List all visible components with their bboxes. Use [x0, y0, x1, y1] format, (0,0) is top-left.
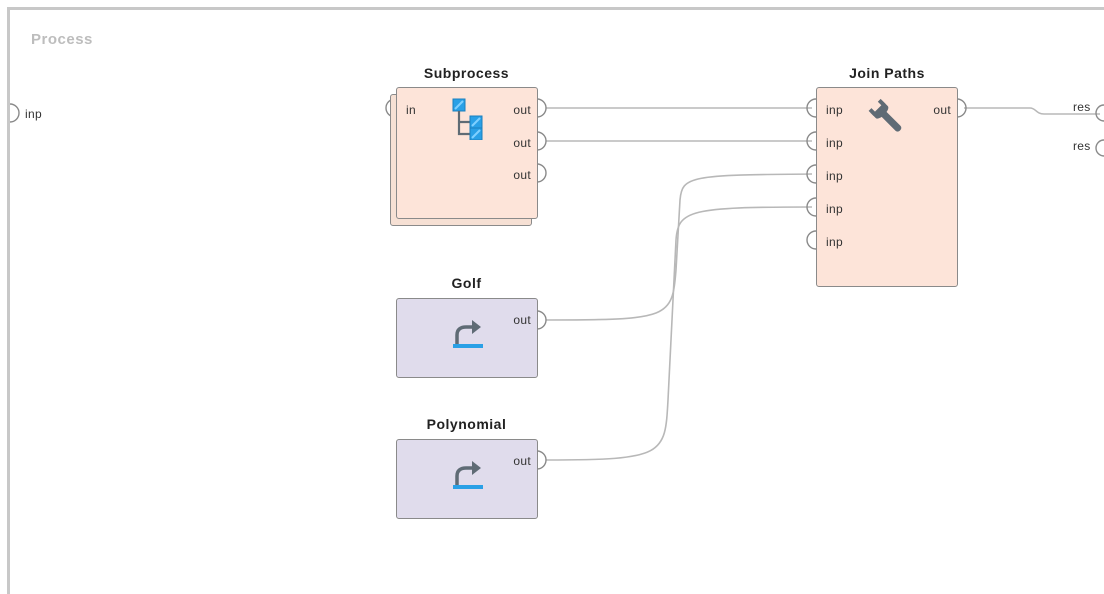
join-paths-operator[interactable]: inp inp inp inp inp out	[816, 87, 958, 287]
polynomial-operator[interactable]: out	[396, 439, 538, 519]
wire-golf-out-join-inp3	[545, 173, 813, 321]
subprocess-out-label-2: out	[513, 136, 531, 150]
subprocess-out-label-3: out	[513, 168, 531, 182]
subprocess-in-label: in	[406, 103, 416, 117]
retrieve-arrow-icon	[452, 317, 484, 354]
golf-title: Golf	[451, 275, 482, 291]
join-out-port	[956, 98, 967, 118]
subprocess-title: Subprocess	[423, 65, 510, 81]
join-inp-port-5	[806, 230, 817, 250]
wire-polynomial-out-join-inp4	[545, 206, 813, 461]
subprocess-out-port-1	[536, 98, 547, 118]
join-inp-label-4: inp	[826, 202, 843, 216]
join-inp-label-2: inp	[826, 136, 843, 150]
subprocess-out-port-2	[536, 131, 547, 151]
subprocess-out-port-3	[536, 163, 547, 183]
process-input-port	[9, 103, 20, 123]
canvas-frame-left	[7, 7, 10, 594]
process-input-label: inp	[25, 107, 42, 121]
join-inp-label-5: inp	[826, 235, 843, 249]
result-label-2: res	[1073, 139, 1091, 153]
result-label-1: res	[1073, 100, 1091, 114]
join-inp-port-2	[806, 131, 817, 151]
subprocess-out-label-1: out	[513, 103, 531, 117]
process-title: Process	[31, 31, 93, 48]
join-out-label: out	[933, 103, 951, 117]
canvas-frame-top	[7, 7, 1104, 10]
retrieve-arrow-icon	[452, 458, 484, 495]
subprocess-tree-icon	[452, 98, 488, 145]
result-port-1	[1095, 104, 1104, 122]
join-inp-port-1	[806, 98, 817, 118]
golf-out-port	[536, 310, 547, 330]
wire-join-out-res	[964, 107, 1100, 115]
subprocess-operator[interactable]: in out out out	[396, 87, 538, 219]
join-inp-label-1: inp	[826, 103, 843, 117]
polynomial-out-port	[536, 450, 547, 470]
wrench-icon	[865, 98, 909, 143]
join-inp-label-3: inp	[826, 169, 843, 183]
polynomial-title: Polynomial	[426, 416, 507, 432]
join-paths-title: Join Paths	[849, 65, 925, 81]
join-inp-port-3	[806, 164, 817, 184]
polynomial-out-label: out	[513, 454, 531, 468]
join-inp-port-4	[806, 197, 817, 217]
golf-operator[interactable]: out	[396, 298, 538, 378]
golf-out-label: out	[513, 313, 531, 327]
